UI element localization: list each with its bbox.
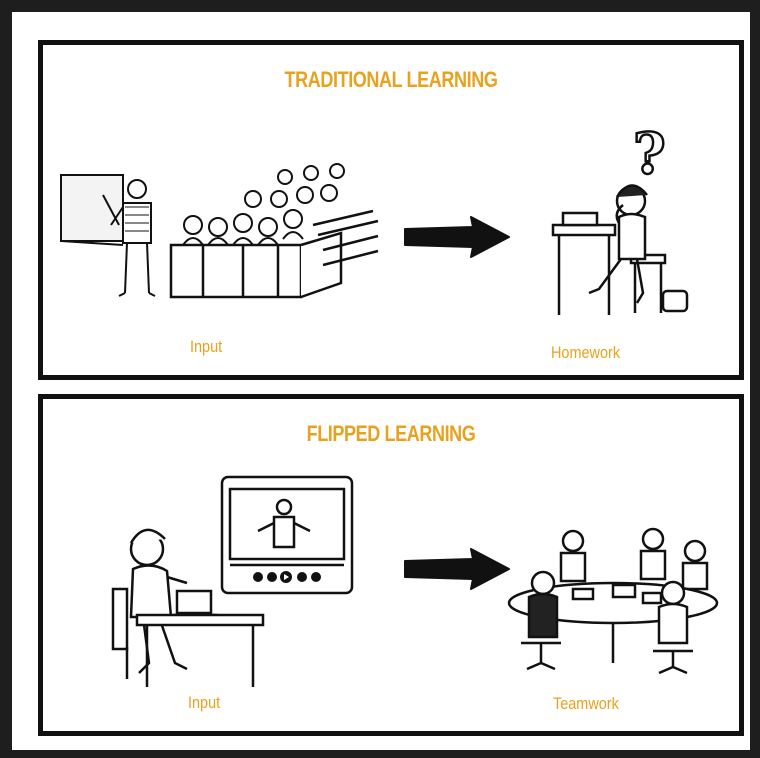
traditional-learning-title: TRADITIONAL LEARNING: [284, 67, 498, 92]
flipped-learning-panel: FLIPPED LEARNING: [38, 394, 744, 736]
flipped-input-label: Input: [188, 693, 221, 712]
flipped-learning-title: FLIPPED LEARNING: [306, 421, 476, 446]
teamwork-illustration: [507, 527, 719, 675]
traditional-homework-label: Homework: [551, 343, 621, 362]
desk-rows: [169, 209, 379, 299]
traditional-input-label: Input: [190, 337, 223, 356]
figure-frame: TRADITIONAL LEARNING: [12, 12, 750, 750]
student-with-laptop-illustration: [111, 528, 265, 687]
right-arrow-2: [404, 548, 510, 590]
student-at-desk: [551, 184, 689, 315]
lecture-hall-illustration: [60, 163, 379, 299]
question-mark-icon: ?: [632, 120, 667, 189]
svg-text:?: ?: [633, 121, 666, 187]
students: [182, 163, 345, 246]
right-arrow: [404, 216, 510, 258]
chalkboard: [60, 174, 124, 246]
homework-student-illustration: ?: [551, 120, 689, 315]
flipped-teamwork-label: Teamwork: [553, 694, 619, 713]
teacher-figure: [110, 179, 156, 297]
video-player-illustration: [220, 475, 354, 595]
traditional-learning-panel: TRADITIONAL LEARNING: [38, 40, 744, 380]
play-icon: [284, 574, 289, 580]
